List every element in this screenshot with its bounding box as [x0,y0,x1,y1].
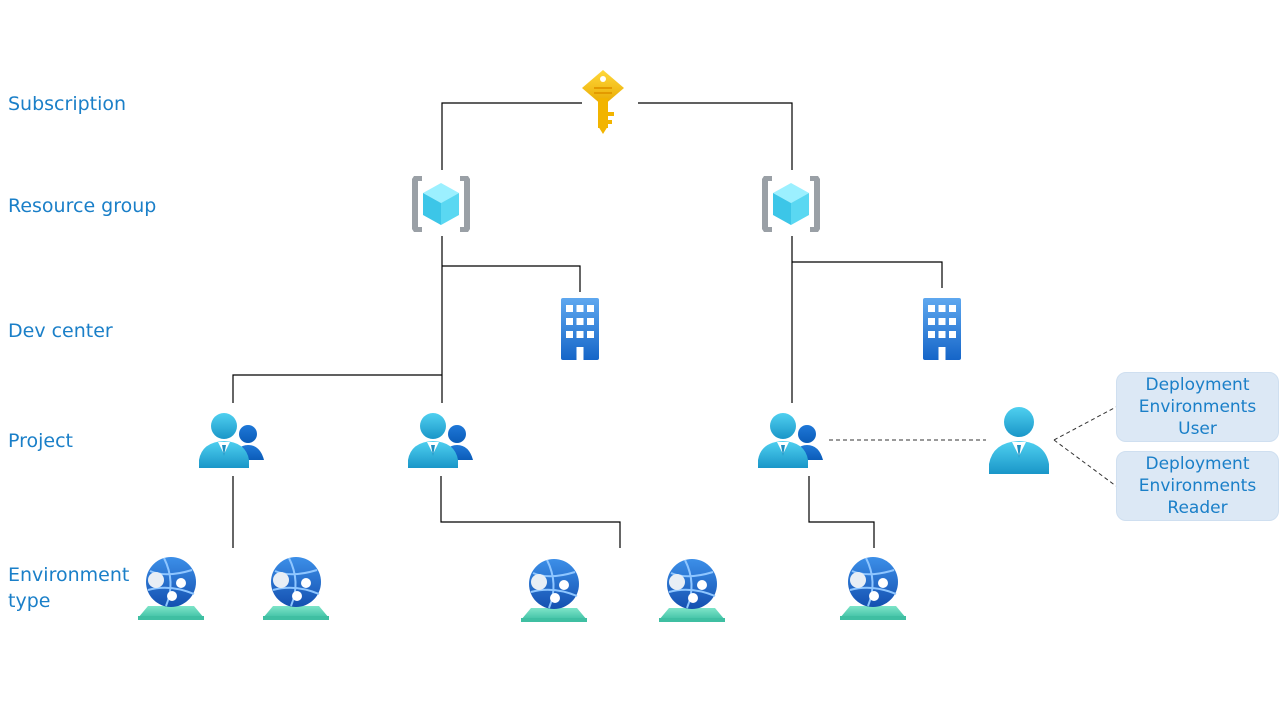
environment-globe-icon [137,556,205,620]
connector-rg2-devcenter [792,261,943,288]
building-icon [561,298,599,360]
environment-globe-icon [520,558,588,622]
dashed-connectors [829,406,1117,487]
connector-rg1-devcenter [442,265,581,292]
level-label-subscription: Subscription [8,93,127,115]
level-label-resource-group: Resource group [8,195,157,217]
resource-group-icon [762,176,820,232]
environment-globe-icon [839,556,907,620]
role-box-deployment-environments-reader: Deployment Environments Reader [1116,451,1279,521]
connector-rg1-project1 [232,374,442,403]
connector-subscription-right [638,102,793,170]
connector-project2-env [440,476,621,548]
environment-globe-icon [658,558,726,622]
role-box-deployment-environments-user: Deployment Environments User [1116,372,1279,442]
connector-lines [232,102,943,548]
building-icon [923,298,961,360]
user-icon [989,407,1049,474]
resource-group-icon [412,176,470,232]
connector-subscription-left [441,102,582,170]
level-label-environment-type-line1: Environment [8,564,130,586]
connector-user-role-user [1053,406,1117,441]
project-users-icon [758,413,823,468]
role-label: Deployment Environments Reader [1138,454,1257,518]
connector-project3-env [808,476,875,548]
project-users-icon [408,413,473,468]
environment-globe-icon [262,556,330,620]
level-label-environment-type-line2: type [8,590,51,612]
project-users-icon [199,413,264,468]
level-label-dev-center: Dev center [8,320,113,342]
key-icon [582,70,624,134]
role-label: Deployment Environments User [1138,375,1257,439]
connector-user-role-reader [1053,439,1117,487]
level-label-project: Project [8,430,74,452]
level-label-environment-type: Environment type [8,562,129,614]
